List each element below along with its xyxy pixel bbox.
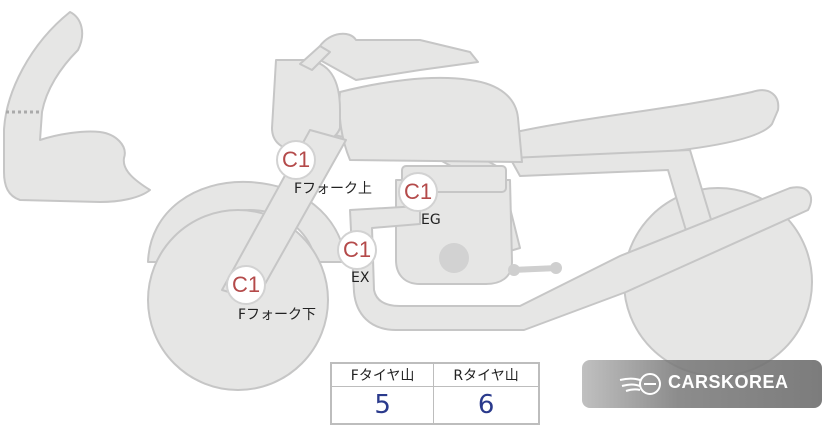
rear-tread-header: Rタイヤ山 — [433, 362, 540, 387]
marker-exhaust: C1 — [337, 230, 377, 270]
marker-fork-lower: C1 — [226, 265, 266, 305]
handlebar — [319, 32, 479, 81]
seat — [515, 89, 780, 161]
label-engine: EG — [421, 212, 441, 228]
label-fork-lower: Fフォーク下 — [238, 307, 317, 323]
marker-fork-upper: C1 — [276, 140, 316, 180]
tire-tread-table: Fタイヤ山 Rタイヤ山 5 6 — [330, 362, 540, 425]
rear-tread-value: 6 — [433, 386, 540, 425]
carskorea-logo-icon — [619, 373, 661, 395]
marker-engine: C1 — [398, 172, 438, 212]
engine-cover — [439, 243, 469, 273]
watermark-text: CARSKOREA — [668, 372, 789, 392]
exhaust-pipe — [349, 186, 813, 331]
front-fairing — [3, 11, 151, 203]
front-tread-value: 5 — [330, 386, 435, 425]
label-fork-upper: Fフォーク上 — [294, 181, 373, 197]
fuel-tank — [338, 76, 523, 163]
front-tread-header: Fタイヤ山 — [330, 362, 435, 387]
label-exhaust: EX — [351, 270, 370, 286]
watermark-badge — [582, 360, 822, 408]
